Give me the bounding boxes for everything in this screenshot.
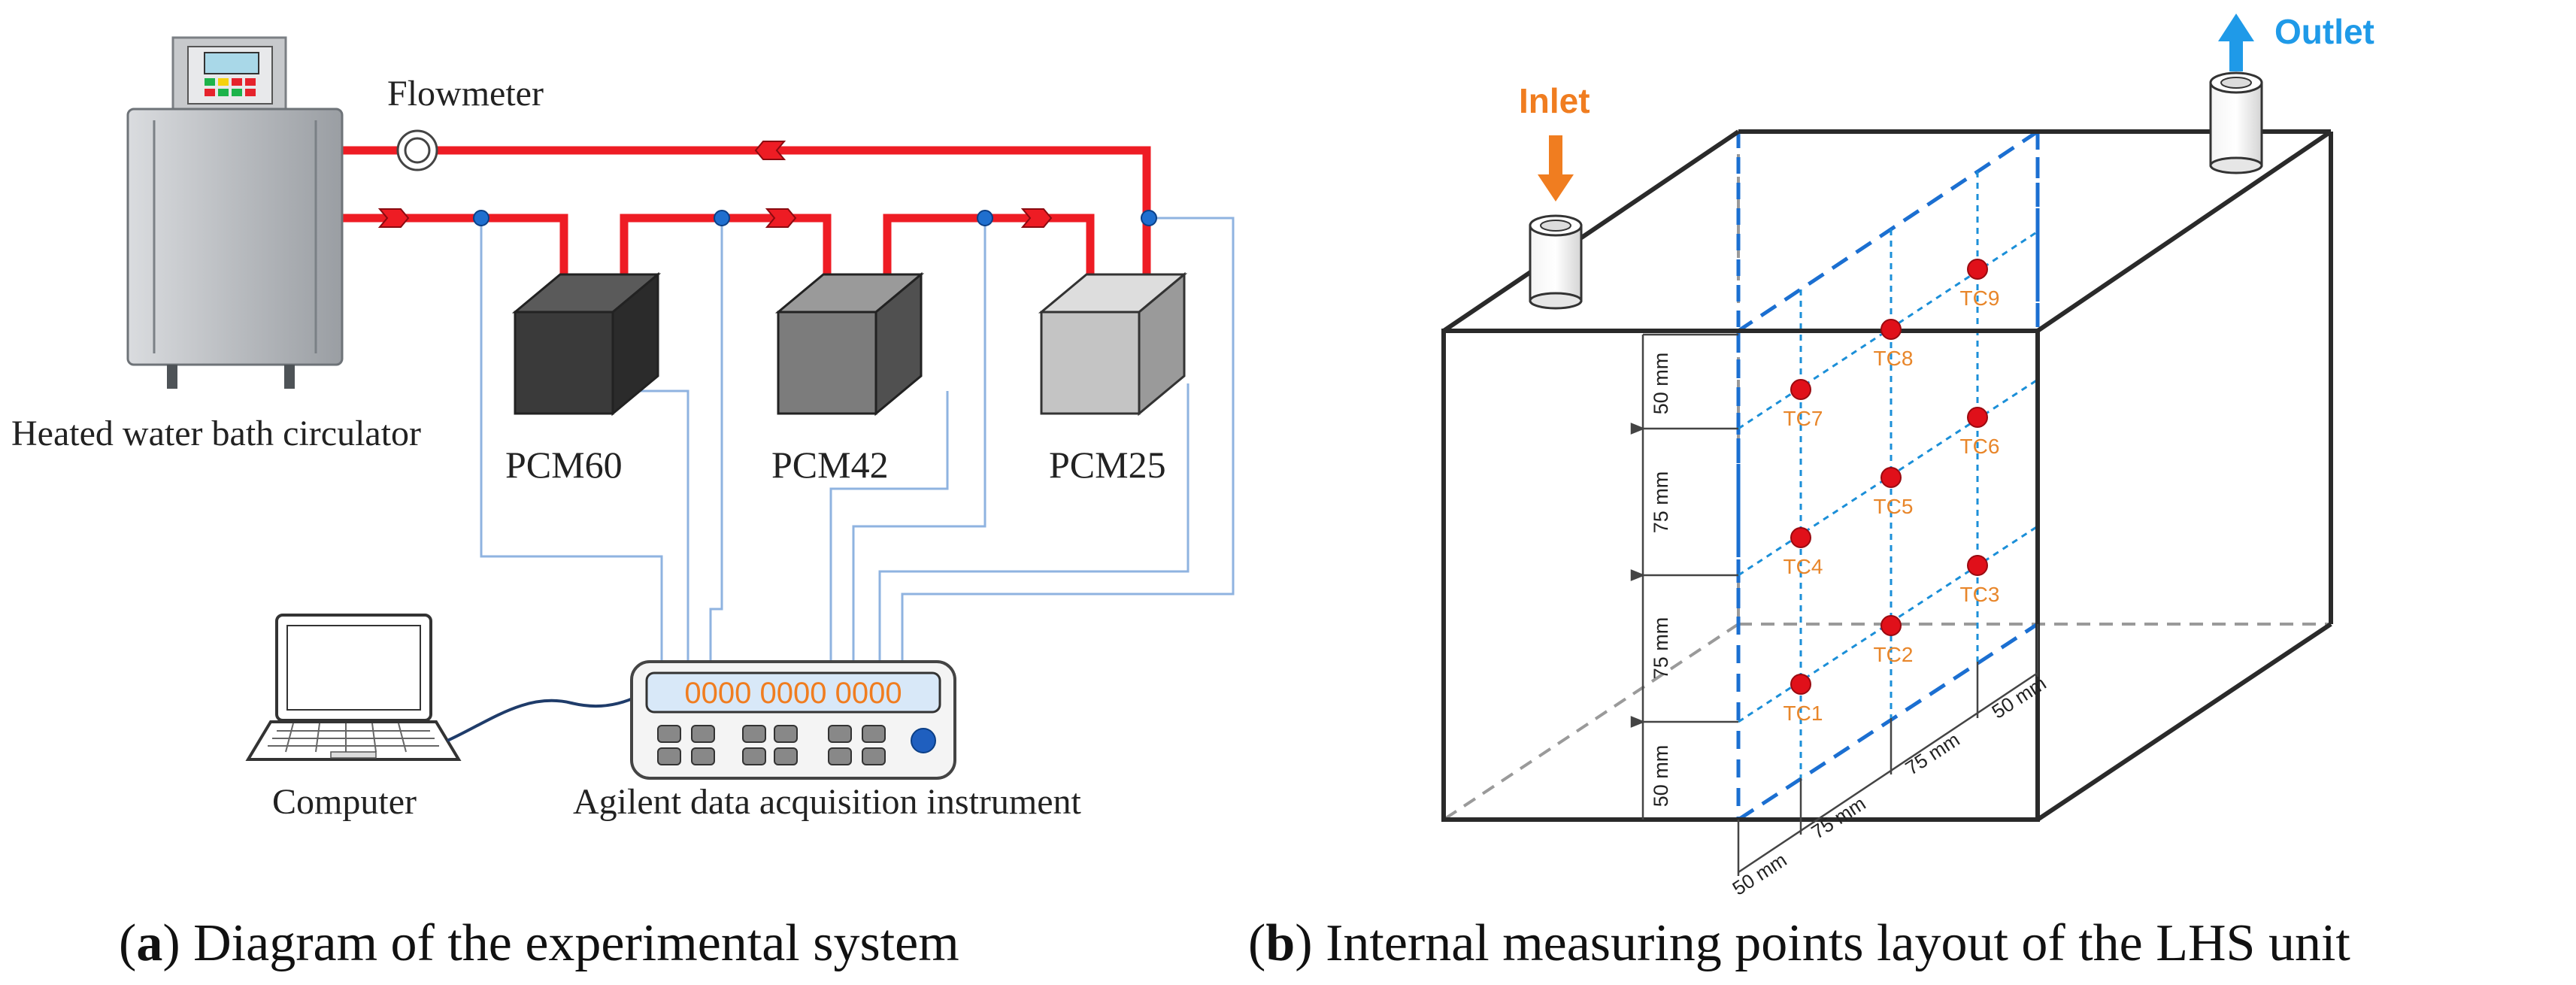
pipe-valves bbox=[377, 141, 1053, 228]
inlet-pipe bbox=[1529, 214, 1583, 310]
thermocouple-points bbox=[1790, 259, 1988, 695]
caption-b: (b) Internal measuring points layout of … bbox=[1248, 914, 2350, 972]
tc6-point bbox=[1967, 407, 1988, 428]
flowmeter-label: Flowmeter bbox=[387, 74, 544, 114]
inlet-label: Inlet bbox=[1519, 81, 1590, 120]
panel-b-lhs-unit: Inlet Outlet 50 mm 75 mm 75 mm 50 mm bbox=[1441, 12, 2374, 900]
dim-h-label: 75 mm bbox=[1902, 728, 1964, 779]
tc9-label: TC9 bbox=[1960, 286, 2000, 310]
tc5-point bbox=[1880, 467, 1902, 488]
vertical-dimension-labels: 50 mm 75 mm 75 mm 50 mm bbox=[1650, 353, 1672, 808]
pipe-sensor-dots bbox=[473, 210, 1157, 226]
tc8-point bbox=[1880, 319, 1902, 340]
outlet-pipe bbox=[2209, 71, 2263, 174]
tc6-label: TC6 bbox=[1960, 435, 2000, 458]
tc4-point bbox=[1790, 527, 1811, 548]
tc7-point bbox=[1790, 379, 1811, 400]
dim-h-label: 50 mm bbox=[1988, 671, 2050, 723]
tc1-label: TC1 bbox=[1784, 702, 1823, 725]
daq-display-digits: 0000 0000 0000 bbox=[684, 677, 902, 710]
caption-b-text: Internal measuring points layout of the … bbox=[1312, 914, 2350, 972]
dim-v-label: 75 mm bbox=[1650, 471, 1672, 534]
thermocouple-labels: TC1 TC2 TC3 TC4 TC5 TC6 TC7 TC8 TC9 bbox=[1784, 286, 2000, 725]
pcm60-unit bbox=[511, 271, 662, 417]
dim-v-label: 50 mm bbox=[1650, 745, 1672, 808]
bottom-dimension-labels: 50 mm 75 mm 75 mm 50 mm bbox=[1729, 671, 2050, 899]
pcm25-label: PCM25 bbox=[1049, 444, 1166, 486]
vertical-dimension-lines bbox=[1630, 333, 1738, 820]
pcm42-label: PCM42 bbox=[771, 444, 889, 486]
daq-label: Agilent data acquisition instrument bbox=[573, 782, 1082, 822]
tc2-point bbox=[1880, 615, 1902, 636]
tc3-label: TC3 bbox=[1960, 583, 2000, 606]
pcm25-unit bbox=[1038, 271, 1188, 417]
tc5-label: TC5 bbox=[1874, 495, 1914, 518]
tc9-point bbox=[1967, 259, 1988, 280]
outlet-label: Outlet bbox=[2274, 12, 2374, 51]
laptop-cable bbox=[447, 694, 640, 742]
dim-v-label: 50 mm bbox=[1650, 353, 1672, 415]
computer-label: Computer bbox=[272, 782, 417, 822]
laptop-icon bbox=[245, 614, 462, 761]
tc1-point bbox=[1790, 674, 1811, 695]
outlet-arrow-icon bbox=[2218, 14, 2254, 71]
pcm42-unit bbox=[774, 271, 925, 417]
inlet-arrow-icon bbox=[1538, 135, 1574, 202]
tc7-label: TC7 bbox=[1784, 407, 1823, 430]
bath-label: Heated water bath circulator bbox=[11, 414, 421, 453]
tc2-label: TC2 bbox=[1874, 643, 1914, 666]
water-bath-circulator bbox=[126, 36, 344, 389]
caption-b-letter: b bbox=[1265, 914, 1296, 972]
tc8-label: TC8 bbox=[1874, 347, 1914, 370]
water-pipes bbox=[338, 146, 1151, 286]
caption-a-text: Diagram of the experimental system bbox=[180, 914, 959, 972]
tc4-label: TC4 bbox=[1784, 555, 1823, 578]
panel-a-experimental-system: Flowmeter Heated water bath circulator bbox=[11, 36, 1235, 822]
pcm60-label: PCM60 bbox=[505, 444, 623, 486]
daq-instrument bbox=[630, 660, 956, 780]
caption-a: (a) Diagram of the experimental system bbox=[119, 914, 959, 972]
bottom-dimension-lines bbox=[1737, 624, 2039, 876]
tc3-point bbox=[1967, 555, 1988, 576]
caption-a-letter: a bbox=[136, 914, 163, 972]
dim-v-label: 75 mm bbox=[1650, 617, 1672, 680]
flowmeter-icon bbox=[396, 129, 438, 171]
